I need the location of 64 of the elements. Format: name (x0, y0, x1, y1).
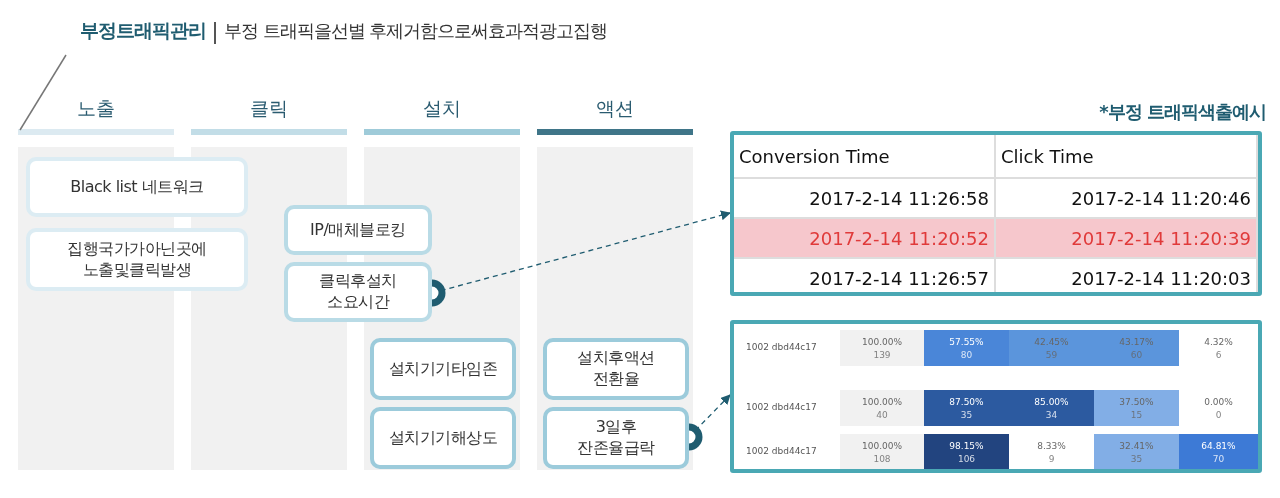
box-label: 설치기기타임존 (388, 358, 498, 380)
percentage: 64.81% (1201, 440, 1236, 451)
factor-box (370, 407, 516, 469)
count: 34 (1045, 409, 1058, 420)
stage-heading: 클릭 (249, 96, 289, 121)
table-cell: 2017-2-14 11:20:46 (996, 179, 1258, 219)
percentage: 98.15% (949, 440, 984, 451)
count: 9 (1048, 453, 1055, 464)
percentage: 8.33% (1037, 440, 1066, 451)
box-label: 설치후액션 전환율 (576, 348, 656, 390)
stage-heading: 액션 (595, 96, 635, 121)
factor-box (26, 157, 248, 217)
count: 35 (960, 409, 973, 420)
count: 60 (1130, 349, 1143, 360)
time-table (730, 131, 1262, 296)
title: 부정트래픽관리 (80, 18, 206, 43)
box-label: 집행국가가아닌곳에 노출및클릭발생 (66, 238, 208, 281)
box-label: IP/매체블로킹 (310, 219, 406, 241)
count: 15 (1130, 409, 1143, 420)
count: 35 (1130, 453, 1143, 464)
table-cell: 2017-2-14 11:20:39 (996, 219, 1258, 259)
count: 6 (1215, 349, 1222, 360)
row-label: 1002 dbd44c17 (746, 342, 817, 352)
table-cell: 2017-2-14 11:20:52 (734, 219, 996, 259)
factor-box (284, 262, 432, 322)
percentage: 4.32% (1204, 336, 1233, 347)
percentage: 100.00% (861, 440, 902, 451)
factor-box (543, 338, 689, 400)
percentage: 100.00% (861, 336, 902, 347)
factor-box (284, 205, 432, 255)
percentage: 37.50% (1119, 396, 1154, 407)
subtitle: 부정 트래픽을선별 후제거함으로써효과적광고집행 (224, 19, 608, 43)
count: 0 (1215, 409, 1222, 420)
percentage: 42.45% (1034, 336, 1069, 347)
percentage: 32.41% (1119, 440, 1154, 451)
count: 139 (873, 349, 891, 360)
box-label: 클릭후설치 소요시간 (318, 271, 398, 313)
table-cell: 2017-2-14 11:26:58 (734, 179, 996, 219)
stage-heading: 노출 (76, 96, 116, 121)
row-label: 1002 dbd44c17 (746, 446, 817, 456)
percentage: 87.50% (949, 396, 984, 407)
percentage: 100.00% (861, 396, 902, 407)
count: 40 (876, 409, 888, 420)
factor-box (26, 228, 248, 291)
stage-heading: 설치 (422, 96, 462, 121)
count: 80 (960, 349, 973, 360)
count: 106 (957, 453, 976, 464)
factor-box (370, 338, 516, 400)
percentage: 43.17% (1119, 336, 1154, 347)
count: 108 (873, 453, 891, 464)
heatmap-table (730, 320, 1262, 473)
box-label: 설치기기해상도 (388, 427, 498, 449)
count: 59 (1045, 349, 1058, 360)
percentage: 0.00% (1204, 396, 1233, 407)
factor-box (543, 407, 689, 469)
percentage: 57.55% (949, 336, 984, 347)
table-cell: Click Time (996, 135, 1258, 179)
box-label: Black list 네트워크 (70, 176, 204, 198)
box-label: 3일후 잔존율급락 (576, 417, 656, 459)
example-heading: *부정 트래픽색출예시 (1099, 100, 1266, 124)
table-cell: Conversion Time (734, 135, 996, 179)
percentage: 85.00% (1034, 396, 1069, 407)
row-label: 1002 dbd44c17 (746, 402, 817, 412)
count: 70 (1212, 453, 1225, 464)
